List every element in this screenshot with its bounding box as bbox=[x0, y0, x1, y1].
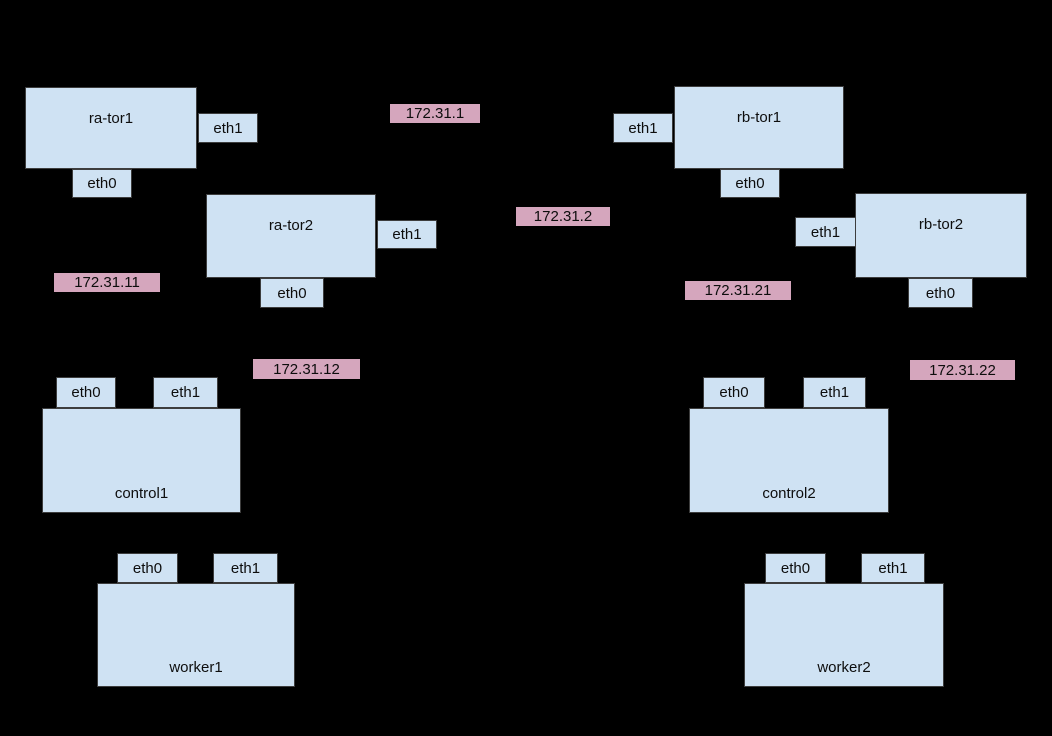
port-label: eth0 bbox=[719, 384, 749, 401]
port-label: eth0 bbox=[71, 384, 101, 401]
port-rb-tor2-eth0: eth0 bbox=[908, 278, 973, 308]
port-ra-tor1-eth1: eth1 bbox=[198, 113, 258, 143]
node-label: control1 bbox=[114, 485, 169, 502]
node-worker2: worker2 bbox=[744, 583, 944, 687]
port-control1-eth1: eth1 bbox=[153, 377, 218, 408]
node-label: rb-tor1 bbox=[736, 109, 782, 126]
port-label: eth0 bbox=[780, 559, 811, 577]
port-label: eth1 bbox=[628, 119, 658, 137]
port-label: eth0 bbox=[735, 175, 765, 192]
port-label: eth1 bbox=[810, 223, 841, 241]
ip-text: 172.31.1 bbox=[405, 105, 465, 122]
ip-label-172-31-11: 172.31.11 bbox=[54, 273, 160, 292]
port-ra-tor2-eth1: eth1 bbox=[377, 220, 437, 249]
ip-text: 172.31.22 bbox=[929, 361, 996, 379]
port-worker1-eth1: eth1 bbox=[213, 553, 278, 583]
port-control2-eth0: eth0 bbox=[703, 377, 765, 408]
port-ra-tor1-eth0: eth0 bbox=[72, 169, 132, 198]
ip-label-172-31-1: 172.31.1 bbox=[390, 104, 480, 123]
port-rb-tor1-eth1: eth1 bbox=[613, 113, 673, 143]
port-ra-tor2-eth0: eth0 bbox=[260, 278, 324, 308]
ip-label-172-31-2: 172.31.2 bbox=[516, 207, 610, 226]
ip-label-172-31-21: 172.31.21 bbox=[685, 281, 791, 300]
ip-text: 172.31.21 bbox=[704, 282, 772, 299]
port-label: eth0 bbox=[132, 559, 163, 577]
port-label: eth0 bbox=[87, 175, 117, 192]
port-worker1-eth0: eth0 bbox=[117, 553, 178, 583]
node-rb-tor2: rb-tor2 bbox=[855, 193, 1027, 278]
node-label: ra-tor1 bbox=[88, 110, 134, 127]
node-label: ra-tor2 bbox=[268, 217, 314, 234]
port-worker2-eth1: eth1 bbox=[861, 553, 925, 583]
port-rb-tor2-eth1: eth1 bbox=[795, 217, 856, 247]
node-label: worker2 bbox=[817, 659, 871, 676]
ip-text: 172.31.12 bbox=[273, 360, 340, 378]
ip-text: 172.31.11 bbox=[74, 274, 140, 291]
port-label: eth1 bbox=[392, 226, 422, 243]
node-ra-tor2: ra-tor2 bbox=[206, 194, 376, 278]
ip-label-172-31-12: 172.31.12 bbox=[253, 359, 360, 379]
node-worker1: worker1 bbox=[97, 583, 295, 687]
port-label: eth0 bbox=[925, 284, 956, 302]
port-label: eth1 bbox=[213, 119, 243, 137]
node-ra-tor1: ra-tor1 bbox=[25, 87, 197, 169]
port-control2-eth1: eth1 bbox=[803, 377, 866, 408]
node-rb-tor1: rb-tor1 bbox=[674, 86, 844, 169]
port-label: eth1 bbox=[230, 559, 261, 577]
port-label: eth1 bbox=[819, 384, 850, 401]
ip-label-172-31-22: 172.31.22 bbox=[910, 360, 1015, 380]
port-label: eth0 bbox=[277, 284, 307, 302]
node-label: rb-tor2 bbox=[918, 216, 964, 233]
port-label: eth1 bbox=[170, 384, 201, 401]
node-label: control2 bbox=[762, 485, 816, 502]
node-control1: control1 bbox=[42, 408, 241, 513]
port-control1-eth0: eth0 bbox=[56, 377, 116, 408]
node-label: worker1 bbox=[169, 659, 223, 676]
port-rb-tor1-eth0: eth0 bbox=[720, 169, 780, 198]
port-label: eth1 bbox=[878, 559, 908, 577]
port-worker2-eth0: eth0 bbox=[765, 553, 826, 583]
ip-text: 172.31.2 bbox=[533, 208, 593, 225]
node-control2: control2 bbox=[689, 408, 889, 513]
